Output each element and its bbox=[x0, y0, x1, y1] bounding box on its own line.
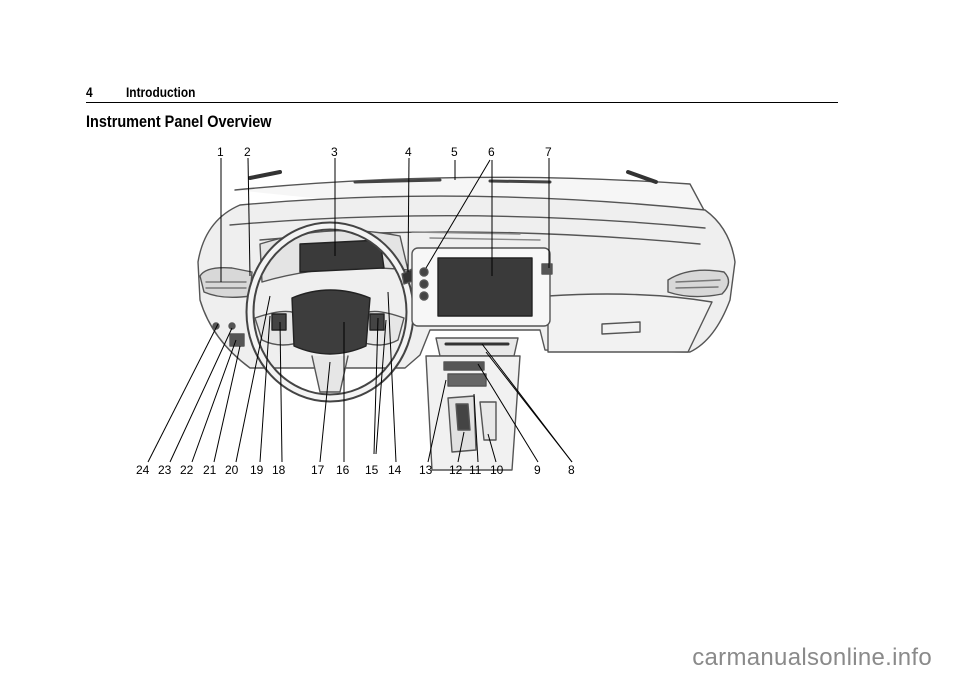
page-header: 4 Introduction bbox=[86, 84, 838, 103]
callout-2: 2 bbox=[244, 145, 251, 159]
callout-17: 17 bbox=[311, 463, 325, 477]
callout-leader-lines bbox=[147, 157, 573, 463]
callout-22: 22 bbox=[180, 463, 194, 477]
watermark-text: carmanualsonline.info bbox=[692, 644, 932, 671]
callout-16: 16 bbox=[336, 463, 350, 477]
callout-18: 18 bbox=[272, 463, 286, 477]
callout-1: 1 bbox=[217, 145, 224, 159]
callout-8: 8 bbox=[568, 463, 575, 477]
section-title: Instrument Panel Overview bbox=[86, 112, 272, 131]
callout-6: 6 bbox=[488, 145, 495, 159]
callout-21: 21 bbox=[203, 463, 217, 477]
bottom-callouts: 24 23 22 21 20 19 18 17 16 15 14 13 12 1… bbox=[136, 463, 575, 477]
dashboard-drawing bbox=[197, 170, 736, 471]
callout-15: 15 bbox=[365, 463, 379, 477]
callout-23: 23 bbox=[158, 463, 172, 477]
callout-4: 4 bbox=[405, 145, 412, 159]
top-callouts: 1 2 3 4 5 6 7 bbox=[217, 145, 552, 159]
callout-19: 19 bbox=[250, 463, 264, 477]
chapter-title: Introduction bbox=[126, 84, 196, 100]
callout-10: 10 bbox=[490, 463, 504, 477]
callout-7: 7 bbox=[545, 145, 552, 159]
callout-3: 3 bbox=[331, 145, 338, 159]
page-number: 4 bbox=[86, 84, 93, 100]
callout-9: 9 bbox=[534, 463, 541, 477]
callout-5: 5 bbox=[451, 145, 458, 159]
callout-12: 12 bbox=[449, 463, 463, 477]
callout-13: 13 bbox=[419, 463, 433, 477]
callout-11: 11 bbox=[469, 463, 482, 477]
callout-20: 20 bbox=[225, 463, 239, 477]
callout-14: 14 bbox=[388, 463, 402, 477]
callout-24: 24 bbox=[136, 463, 150, 477]
